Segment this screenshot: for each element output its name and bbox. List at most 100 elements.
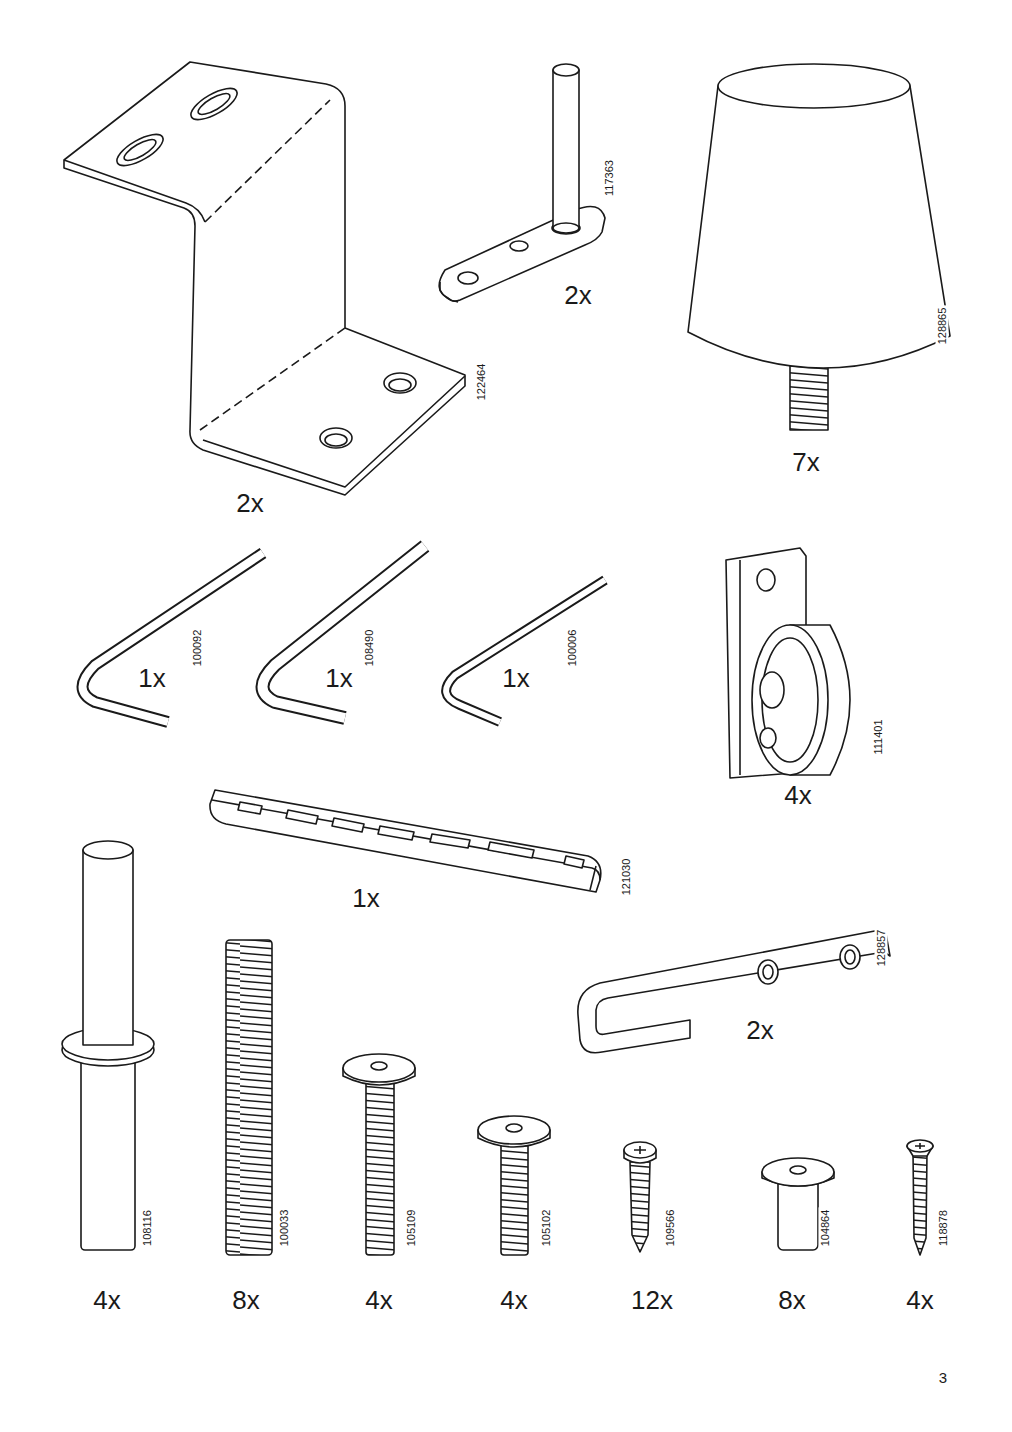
part-outline bbox=[760, 672, 784, 708]
part-outline bbox=[371, 1062, 387, 1070]
part-outline bbox=[195, 90, 232, 118]
part-outline bbox=[790, 1166, 806, 1174]
part-outline bbox=[578, 930, 884, 1053]
quantity-label: 2x bbox=[562, 281, 593, 309]
part-number: 128865 bbox=[936, 306, 949, 347]
quantity-label: 1x bbox=[323, 664, 354, 692]
part-number: 122464 bbox=[475, 362, 488, 403]
part-outline bbox=[366, 1080, 394, 1255]
part-outline bbox=[757, 569, 775, 591]
pin-plate bbox=[439, 64, 605, 302]
part-outline bbox=[762, 1158, 834, 1186]
part-outline bbox=[64, 160, 205, 222]
part-outline bbox=[378, 826, 414, 840]
part-outline bbox=[501, 1142, 528, 1255]
part-number: 121030 bbox=[620, 857, 633, 898]
part-outline bbox=[212, 800, 600, 880]
part-outline bbox=[64, 62, 465, 495]
part-outline bbox=[739, 560, 741, 775]
part-outline bbox=[389, 379, 411, 391]
barrel-nut bbox=[762, 1158, 834, 1250]
part-outline bbox=[384, 373, 416, 393]
part-outline bbox=[688, 86, 950, 368]
part-outline bbox=[203, 376, 465, 487]
part-outline bbox=[564, 856, 584, 868]
quantity-label: 4x bbox=[782, 781, 813, 809]
part-outline bbox=[845, 950, 855, 964]
part-outline bbox=[752, 625, 828, 775]
caster bbox=[726, 548, 850, 778]
part-outline bbox=[263, 546, 426, 718]
part-outline bbox=[907, 1140, 933, 1152]
part-outline bbox=[446, 580, 605, 722]
hook-bracket bbox=[578, 930, 890, 1053]
part-outline bbox=[506, 1124, 522, 1132]
part-outline bbox=[238, 802, 262, 814]
hex-key bbox=[83, 546, 606, 722]
part-outline bbox=[440, 282, 458, 302]
part-outline bbox=[553, 64, 579, 76]
part-number: 105109 bbox=[405, 1208, 418, 1249]
wood-screw bbox=[907, 1140, 933, 1255]
quantity-label: 12x bbox=[629, 1286, 675, 1314]
part-number: 128857 bbox=[875, 928, 888, 969]
threaded-rod bbox=[226, 940, 272, 1255]
part-outline bbox=[263, 546, 426, 718]
quantity-label: 4x bbox=[91, 1286, 122, 1314]
quantity-label: 1x bbox=[500, 664, 531, 692]
quantity-label: 8x bbox=[230, 1286, 261, 1314]
part-outline bbox=[634, 1146, 646, 1154]
quantity-label: 7x bbox=[790, 448, 821, 476]
part-outline bbox=[286, 810, 318, 824]
part-outline bbox=[325, 434, 347, 446]
quantity-label: 2x bbox=[744, 1016, 775, 1044]
part-outline bbox=[83, 553, 264, 722]
quantity-label: 2x bbox=[234, 489, 265, 517]
part-number: 105102 bbox=[540, 1208, 553, 1249]
quantity-label: 4x bbox=[363, 1286, 394, 1314]
part-outline bbox=[210, 790, 601, 892]
part-outline bbox=[83, 553, 264, 722]
quantity-label: 8x bbox=[776, 1286, 807, 1314]
part-outline bbox=[913, 1152, 927, 1255]
part-outline bbox=[840, 945, 860, 969]
part-number: 104864 bbox=[819, 1208, 832, 1249]
part-outline bbox=[778, 1176, 818, 1250]
assembly-tool bbox=[210, 790, 601, 892]
cone-foot bbox=[688, 64, 950, 430]
part-outline bbox=[332, 818, 364, 832]
part-number: 118878 bbox=[937, 1208, 950, 1248]
part-number: 108116 bbox=[141, 1208, 154, 1248]
part-outline bbox=[81, 1045, 135, 1250]
part-outline bbox=[763, 965, 773, 979]
part-outline bbox=[553, 223, 579, 233]
quantity-label: 1x bbox=[350, 884, 381, 912]
part-outline bbox=[83, 841, 133, 859]
part-outline bbox=[83, 850, 133, 1045]
part-outline bbox=[630, 1162, 650, 1252]
part-outline bbox=[553, 70, 579, 228]
part-number: 111401 bbox=[872, 717, 885, 756]
part-outline bbox=[320, 428, 352, 448]
part-outline bbox=[446, 580, 605, 722]
part-outline bbox=[458, 272, 478, 284]
quantity-label: 4x bbox=[498, 1286, 529, 1314]
part-number: 117363 bbox=[603, 158, 616, 198]
part-outline bbox=[590, 866, 596, 890]
part-outline bbox=[478, 1116, 550, 1144]
part-number: 109566 bbox=[664, 1208, 677, 1249]
part-outline bbox=[624, 1142, 656, 1158]
part-outline bbox=[112, 128, 167, 171]
quantity-label: 1x bbox=[136, 664, 167, 692]
part-outline bbox=[226, 940, 272, 1255]
dowel bbox=[62, 841, 154, 1250]
page-number: 3 bbox=[937, 1369, 949, 1386]
part-outline bbox=[430, 834, 470, 848]
part-outline bbox=[790, 362, 828, 430]
part-outline bbox=[205, 100, 330, 222]
z-bracket bbox=[64, 62, 465, 495]
wood-screw bbox=[624, 1142, 656, 1252]
part-outline bbox=[510, 241, 528, 251]
